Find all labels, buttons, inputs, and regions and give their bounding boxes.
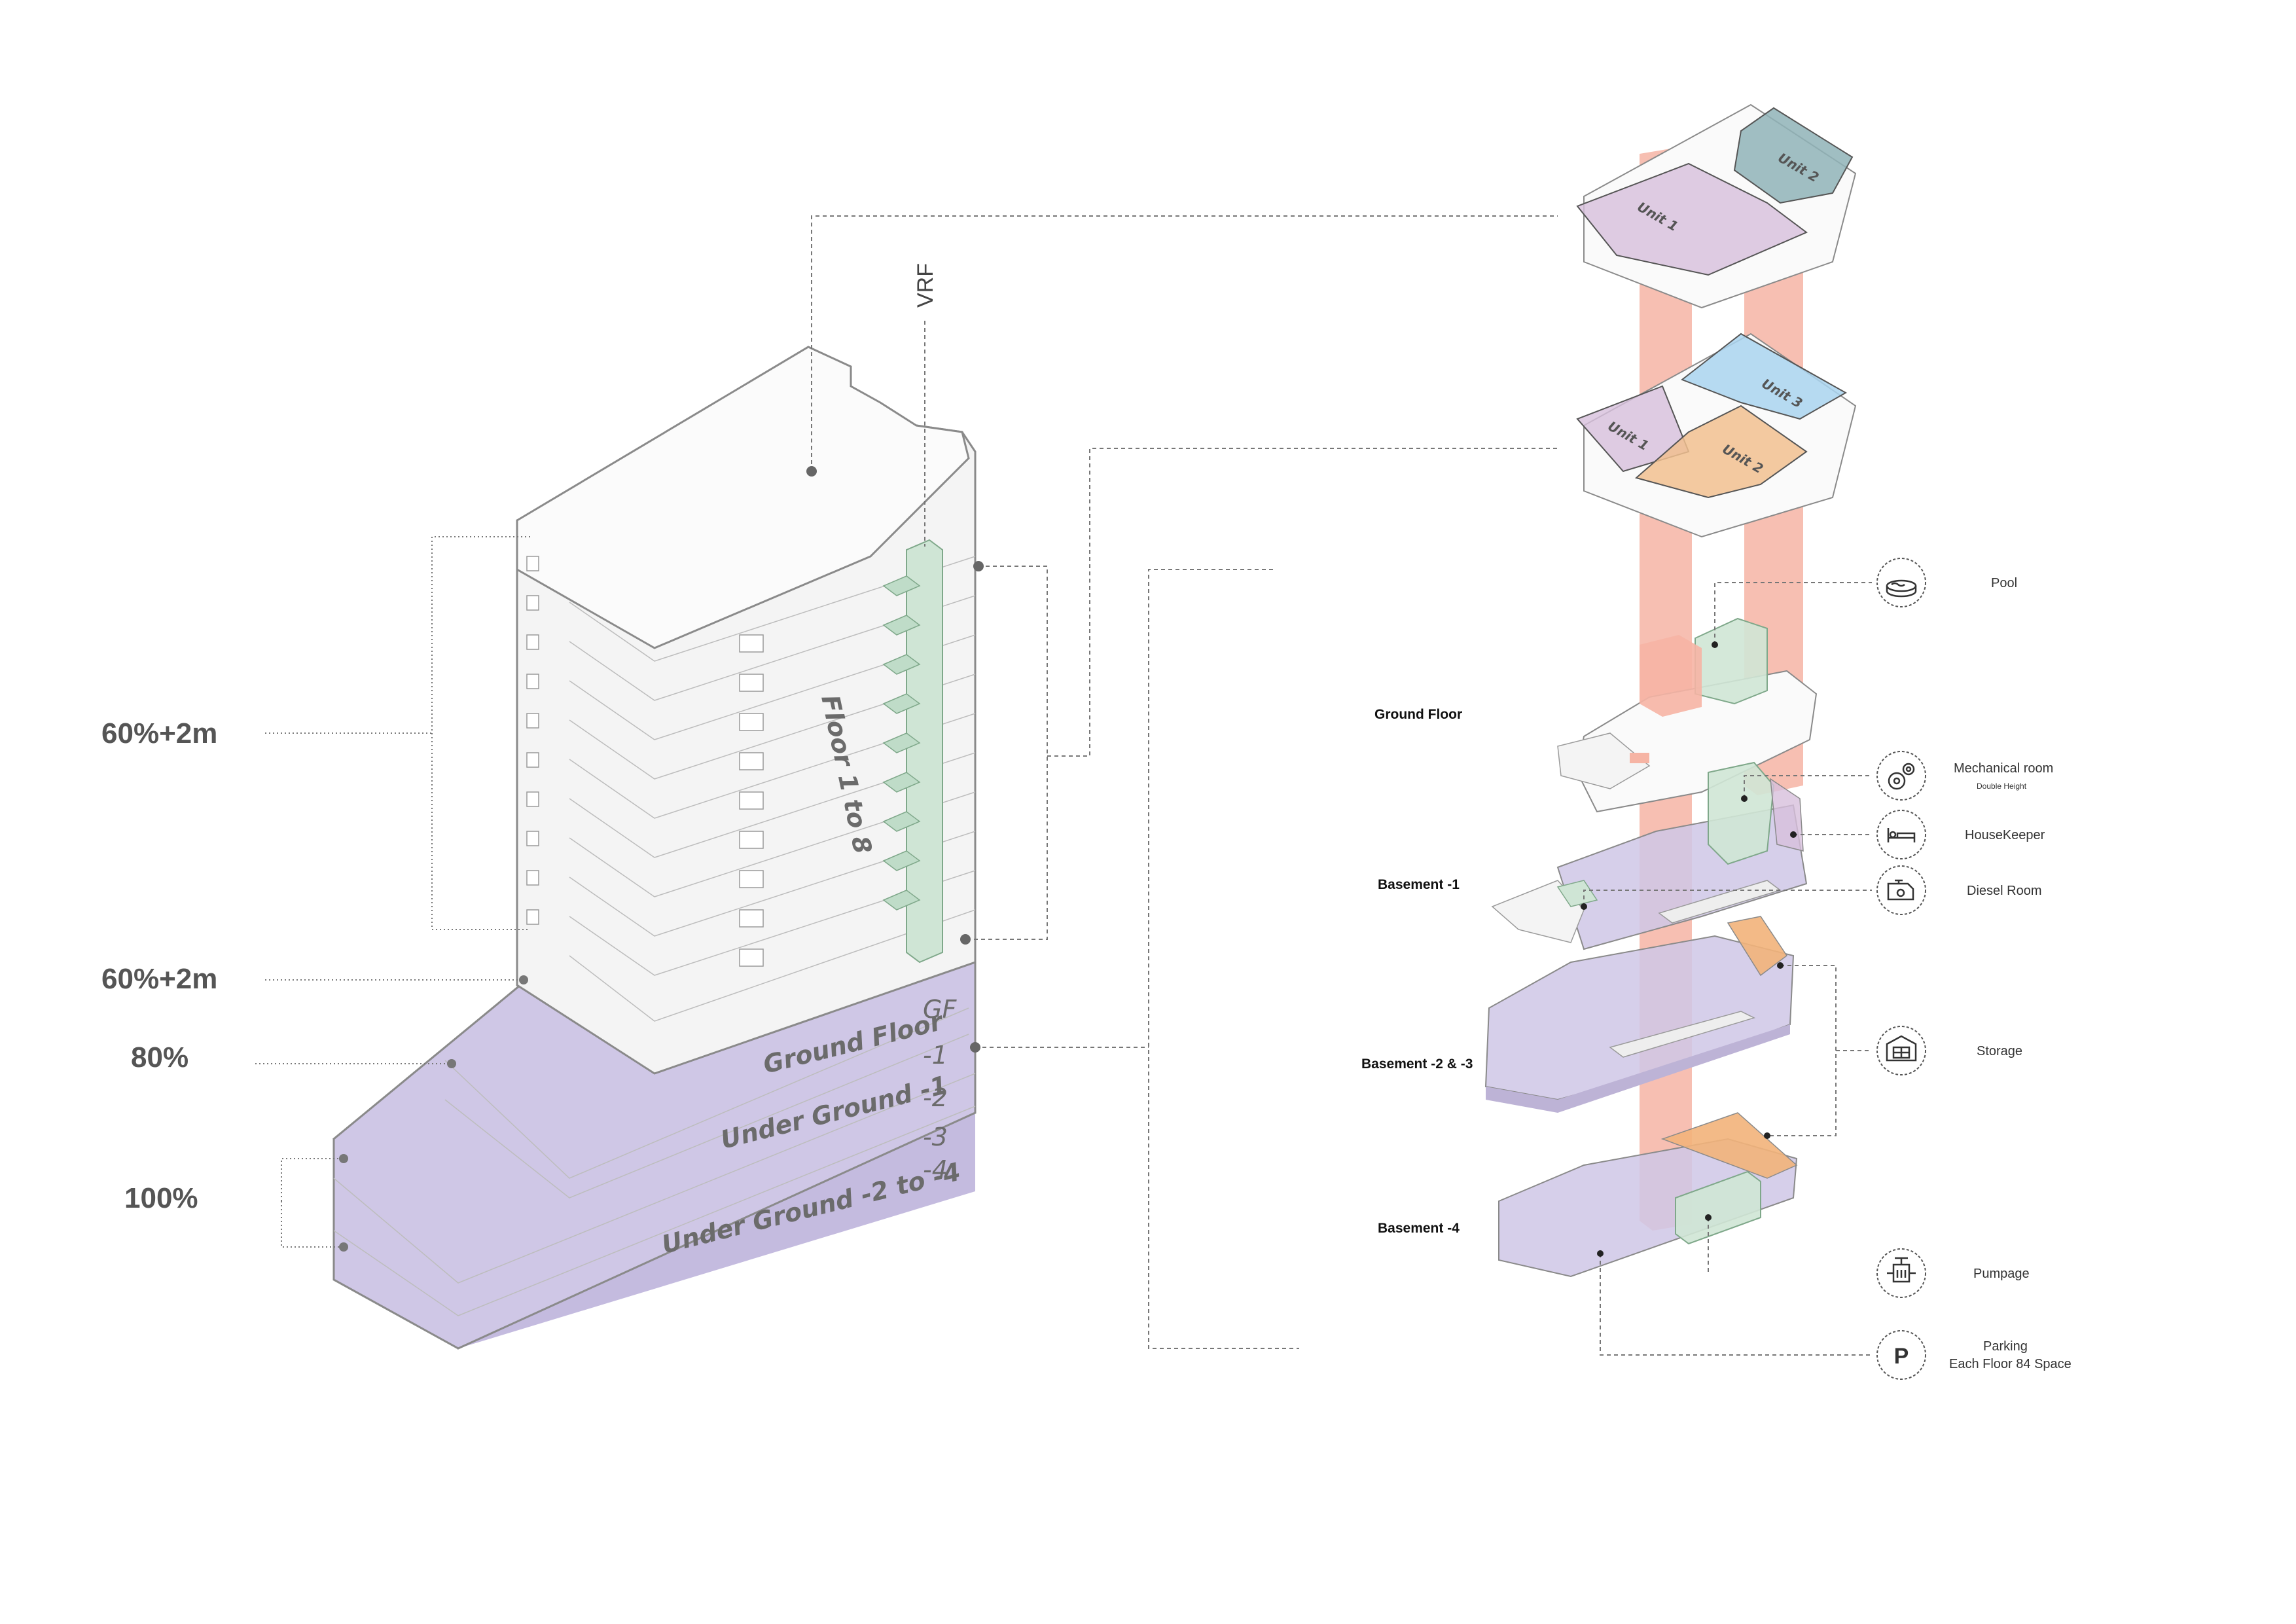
legend-label-mechanical-room: Mechanical room bbox=[1954, 761, 2053, 776]
pool-icon bbox=[1886, 579, 1917, 598]
floor-number-1: -1 bbox=[923, 1041, 948, 1070]
percent-label-podium: 60%+2m bbox=[101, 963, 217, 995]
legend-label-storage: Storage bbox=[1977, 1044, 2022, 1058]
vrf-shaft bbox=[906, 539, 943, 964]
legend-item-pool: Pool bbox=[1876, 558, 2017, 607]
percent-label-80: 80% bbox=[131, 1041, 188, 1074]
top-floor-plate: Unit 1 Unit 2 bbox=[1576, 103, 1857, 309]
connector-leaders bbox=[806, 215, 1558, 1349]
tower-windows bbox=[526, 556, 764, 967]
legend-label-parking: Parking bbox=[1983, 1339, 2028, 1354]
legend-item-storage: Storage bbox=[1876, 1026, 2022, 1075]
level-label-basement-1: Basement -1 bbox=[1378, 877, 1460, 892]
gear-icon bbox=[1888, 763, 1915, 790]
legend-item-parking: P Parking Each Floor 84 Space bbox=[1876, 1330, 2072, 1380]
typical-floor-plate: Unit 1 Unit 2 Unit 3 bbox=[1576, 333, 1857, 538]
percent-label-100: 100% bbox=[124, 1182, 198, 1214]
legend-sub-mechanical-room: Double Height bbox=[1977, 782, 2027, 791]
storage-icon bbox=[1886, 1035, 1917, 1062]
legend-label-pool: Pool bbox=[1991, 576, 2017, 590]
floor-number-gf: GF bbox=[923, 995, 957, 1024]
legend: Pool Mechanical room Double Height House… bbox=[1876, 558, 2072, 1380]
level-label-ground-floor: Ground Floor bbox=[1374, 707, 1462, 722]
legend-item-housekeeper: HouseKeeper bbox=[1876, 810, 2045, 859]
exploded-level-labels: Ground Floor Basement -1 Basement -2 & -… bbox=[1361, 707, 1473, 1236]
legend-label-housekeeper: HouseKeeper bbox=[1965, 828, 2045, 842]
engine-icon bbox=[1887, 879, 1914, 901]
level-label-basement-2-3: Basement -2 & -3 bbox=[1361, 1056, 1473, 1072]
podium-step-lines-4 bbox=[444, 1034, 969, 1199]
vrf-label: VRF bbox=[913, 263, 938, 308]
basement-4-plate bbox=[1498, 1112, 1798, 1278]
basement-2-3-plate bbox=[1484, 916, 1795, 1113]
legend-sub-parking: Each Floor 84 Space bbox=[1949, 1357, 2072, 1371]
podium-step-lines-2 bbox=[333, 1106, 976, 1316]
level-label-basement-4: Basement -4 bbox=[1378, 1221, 1460, 1236]
parking-icon: P bbox=[1894, 1344, 1909, 1369]
percent-label-upper: 60%+2m bbox=[101, 717, 217, 749]
tower-roof bbox=[516, 346, 970, 649]
podium-step-lines-3 bbox=[444, 1007, 969, 1179]
legend-leaders bbox=[1581, 582, 1872, 1356]
floor-number-stack: GF -1 -2 -3 -4 bbox=[923, 995, 957, 1184]
tower-floor-lines bbox=[569, 556, 976, 1022]
pump-icon bbox=[1887, 1257, 1916, 1283]
basement-1-plate bbox=[1491, 761, 1808, 950]
legend-label-pumpage: Pumpage bbox=[1973, 1267, 2030, 1281]
legend-item-mechanical-room: Mechanical room Double Height bbox=[1876, 751, 2053, 801]
building-massing bbox=[332, 346, 977, 1350]
legend-item-diesel-room: Diesel Room bbox=[1876, 865, 2041, 915]
percentage-labels: 60%+2m 60%+2m 80% 100% bbox=[101, 536, 530, 1252]
floor-number-2: -2 bbox=[923, 1083, 948, 1112]
exploded-axonometric: Unit 1 Unit 2 Unit 1 Unit 2 Unit 3 bbox=[1484, 103, 1872, 1356]
bed-icon bbox=[1887, 828, 1916, 842]
vrf-fins bbox=[882, 575, 921, 911]
legend-label-diesel-room: Diesel Room bbox=[1967, 884, 2041, 898]
legend-item-pumpage: Pumpage bbox=[1876, 1248, 2030, 1298]
podium-step-lines bbox=[333, 1073, 976, 1284]
floor-number-3: -3 bbox=[923, 1123, 948, 1151]
floor-number-4: -4 bbox=[923, 1155, 948, 1184]
ground-floor-plate bbox=[1557, 617, 1818, 813]
